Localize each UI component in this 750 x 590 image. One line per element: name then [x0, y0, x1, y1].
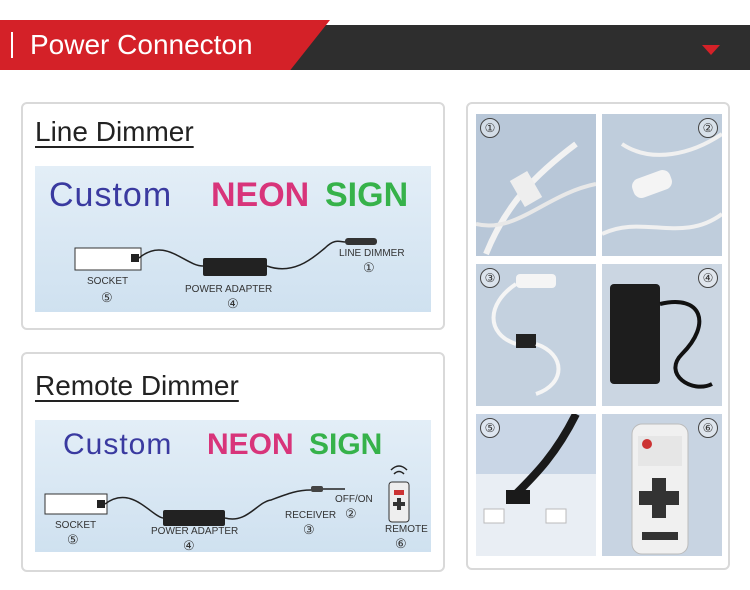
photo-number: ④: [698, 268, 718, 288]
neon-sign-word: SIGN: [309, 428, 383, 461]
adapter-number: ④: [183, 538, 195, 552]
photo-number: ⑥: [698, 418, 718, 438]
adapter-number: ④: [227, 296, 239, 311]
neon-neon-word: NEON: [207, 428, 294, 461]
photo-number: ①: [480, 118, 500, 138]
remote-icon: [631, 423, 689, 555]
remote-dimmer-diagram: Custom NEON SIGN SOCKET ⑤ POWER ADAPTER …: [35, 420, 431, 552]
neon-neon-word: NEON: [211, 176, 310, 214]
onoff-label: OFF/ON: [335, 494, 373, 505]
photo-switch-cable: ②: [602, 114, 722, 256]
photo-remote-control: ⑥: [602, 414, 722, 556]
line-dimmer-panel: Line Dimmer Custom NEON SIGN SOCKET ⑤ PO…: [21, 102, 445, 330]
receiver-label: RECEIVER: [285, 510, 337, 521]
photo-grid-panel: ① ② ③ ④ ⑤: [466, 102, 730, 570]
photo-power-adapter: ④: [602, 264, 722, 406]
neon-custom-word: Custom: [63, 428, 173, 461]
onoff-number: ②: [345, 506, 357, 521]
socket-number: ⑤: [67, 532, 79, 547]
photo-number: ③: [480, 268, 500, 288]
photo-number: ⑤: [480, 418, 500, 438]
remote-dimmer-title: Remote Dimmer: [35, 370, 239, 401]
line-dimmer-title: Line Dimmer: [35, 116, 194, 147]
photo-receiver: ③: [476, 264, 596, 406]
receiver-number: ③: [303, 522, 315, 537]
chevron-down-icon[interactable]: [702, 45, 720, 55]
photo-line-dimmer-cable: ①: [476, 114, 596, 256]
adapter-label: POWER ADAPTER: [151, 526, 239, 537]
line-dimmer-wiring: [74, 238, 377, 276]
switch-icon: [602, 132, 722, 236]
photo-wall-socket: ⑤: [476, 414, 596, 556]
remote-dimmer-wiring: [44, 465, 410, 526]
header-title-block: Power Connecton: [0, 20, 330, 70]
adapter-icon: [610, 284, 713, 389]
neon-custom-word: Custom: [49, 176, 173, 214]
line-dimmer-diagram: Custom NEON SIGN SOCKET ⑤ POWER ADAPTER …: [35, 166, 431, 312]
remote-number: ⑥: [395, 536, 407, 551]
socket-number: ⑤: [101, 290, 113, 305]
socket-icon: [476, 414, 596, 556]
socket-label: SOCKET: [55, 520, 97, 531]
socket-label: SOCKET: [87, 276, 129, 287]
adapter-label: POWER ADAPTER: [185, 284, 273, 295]
cable-icon: [476, 141, 596, 256]
header-divider: [11, 32, 13, 58]
receiver-icon: [491, 274, 561, 396]
photo-number: ②: [698, 118, 718, 138]
remote-dimmer-panel: Remote Dimmer Custom NEON SIGN SOCKET ⑤ …: [21, 352, 445, 572]
page-title: Power Connecton: [30, 29, 253, 60]
neon-sign-word: SIGN: [325, 176, 409, 214]
dimmer-number: ①: [363, 260, 375, 275]
remote-label: REMOTE: [385, 524, 428, 535]
dimmer-label: LINE DIMMER: [339, 248, 405, 259]
